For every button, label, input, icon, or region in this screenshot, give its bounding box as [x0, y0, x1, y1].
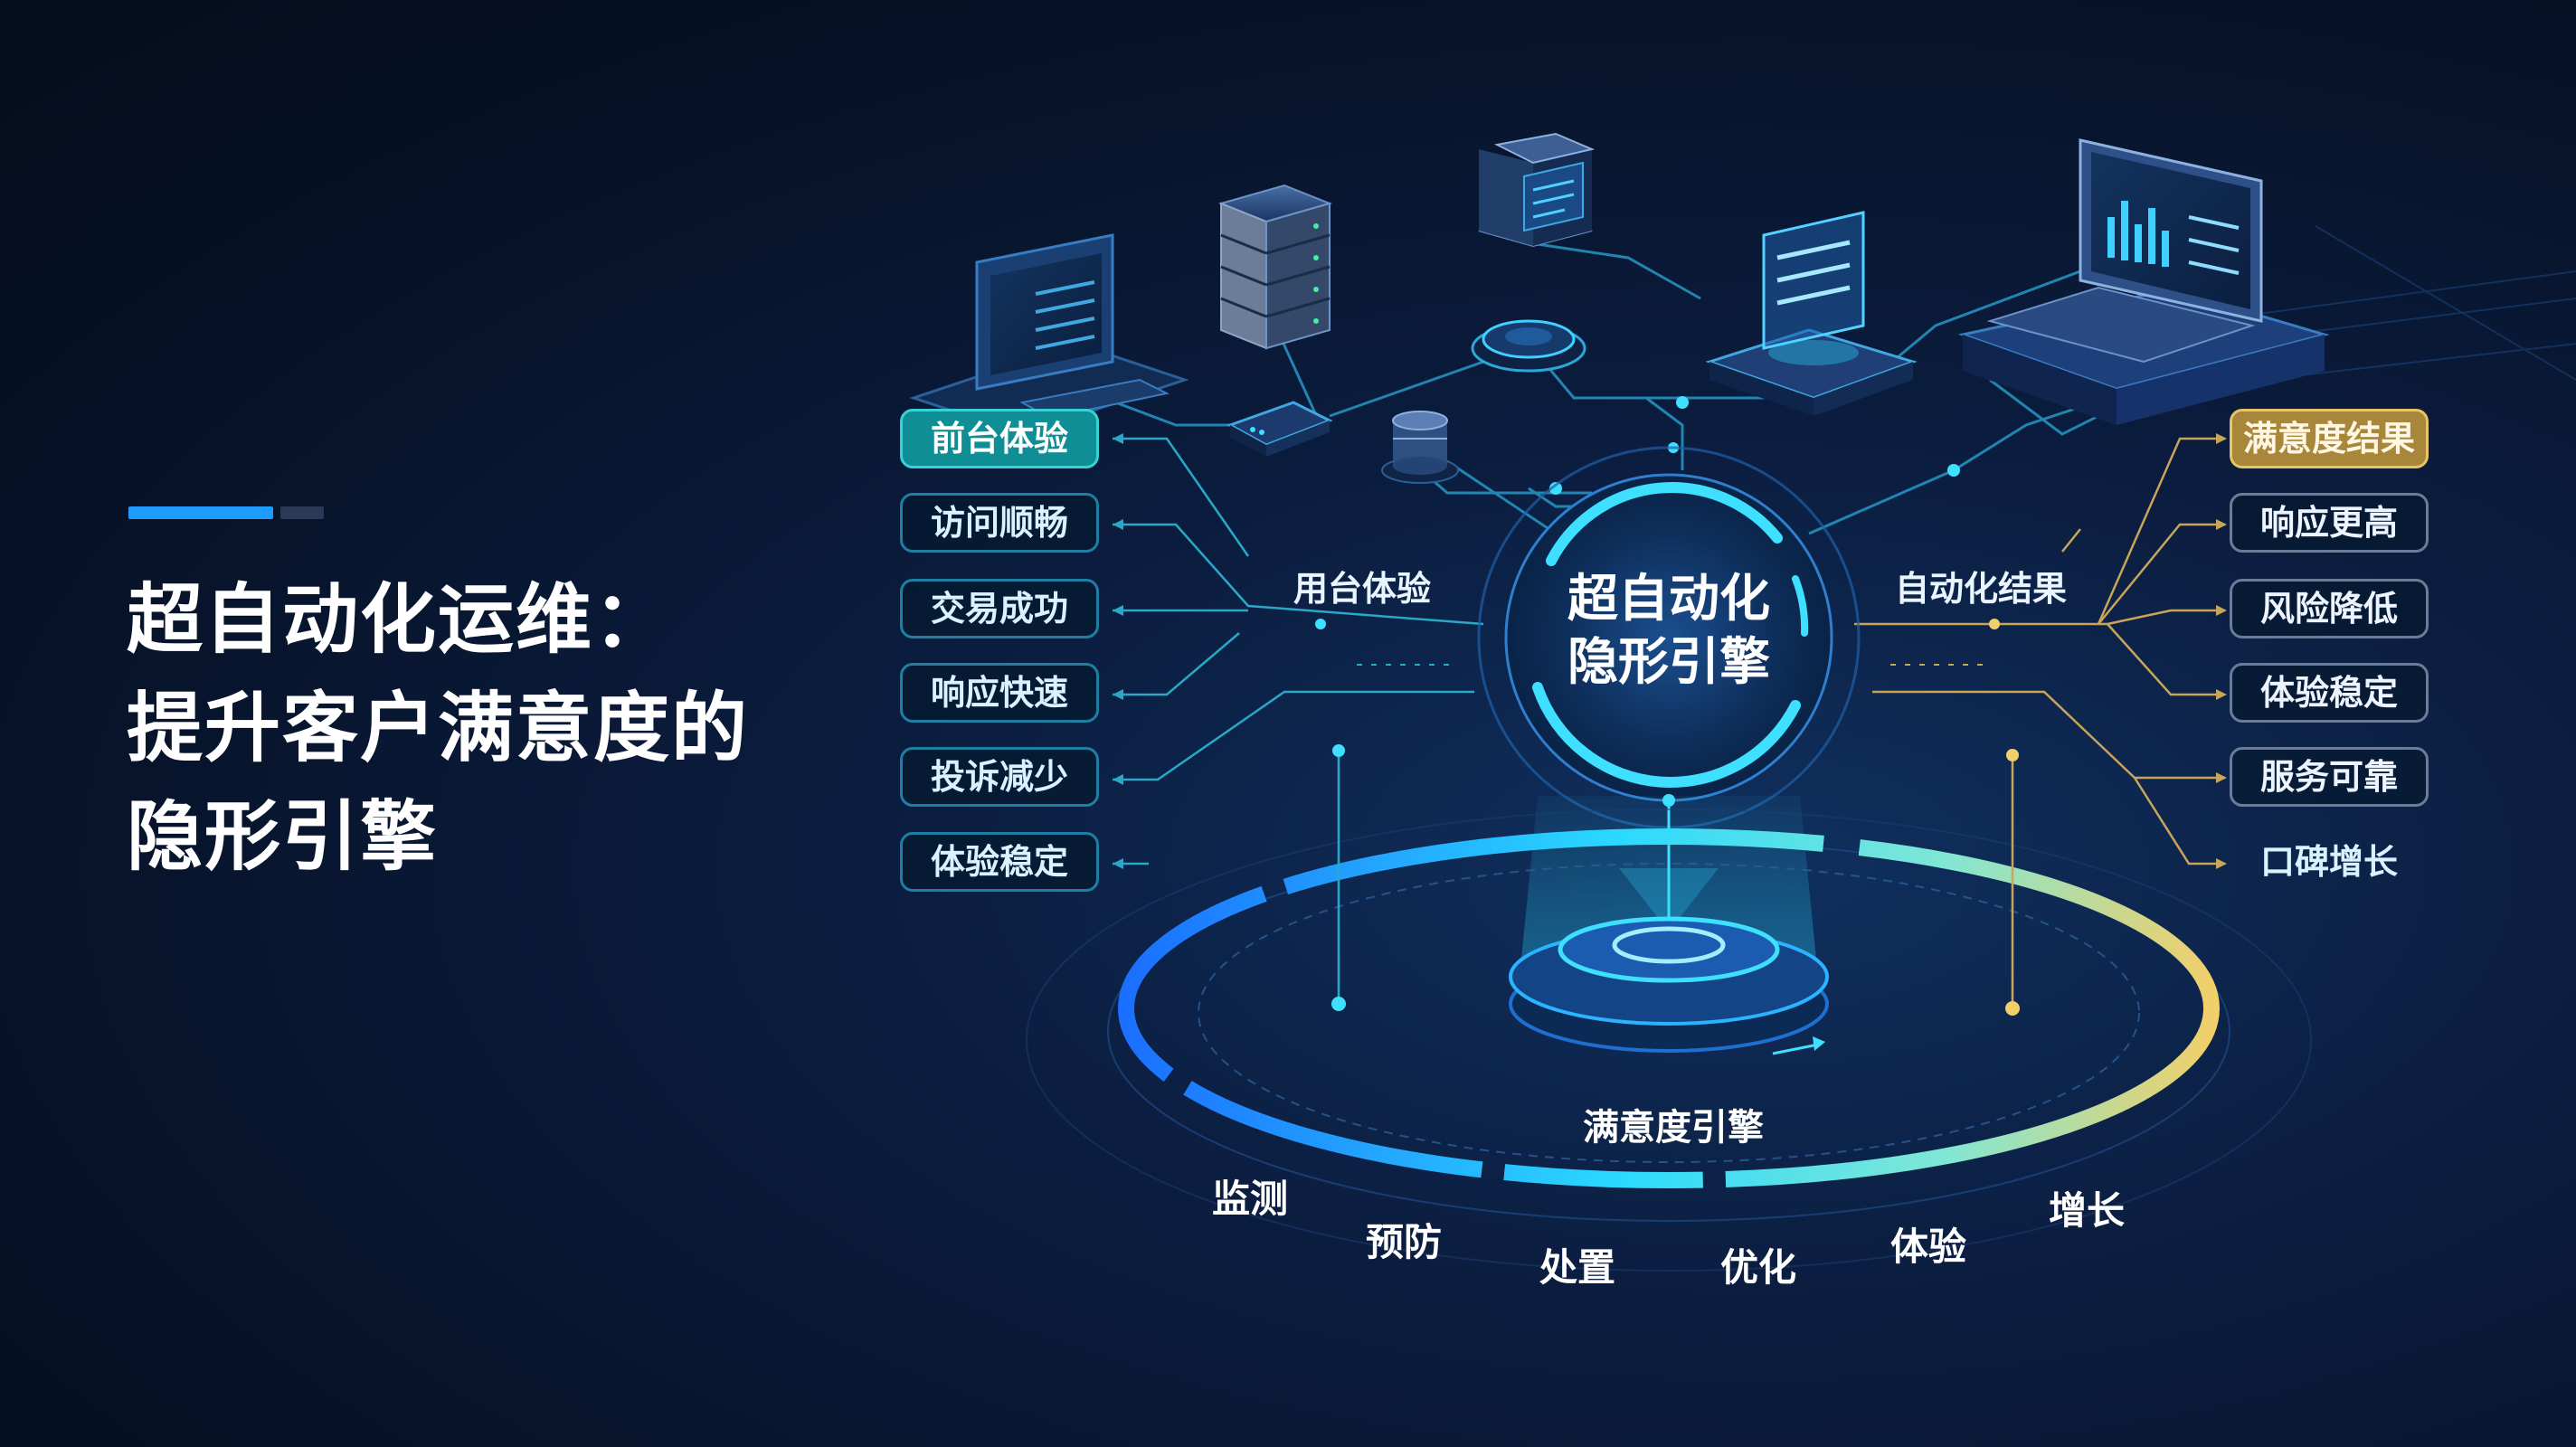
title-line-3: 隐形引擎	[127, 792, 439, 881]
left-connectors	[1113, 437, 1484, 865]
left-item-fast-response: 响应快速	[900, 663, 1099, 723]
left-arrowheads	[1113, 433, 1123, 869]
orbit-rings	[1026, 809, 2312, 1272]
laptop-dashboard-icon	[1957, 138, 2330, 425]
stage-label-growth: 增长	[2049, 1188, 2126, 1233]
core-engine	[1477, 446, 1861, 829]
right-item-stable-experience: 体验稳定	[2230, 663, 2429, 723]
stage-label-experience: 体验	[1890, 1225, 1967, 1269]
right-connectors	[1854, 437, 2225, 865]
stage-label-monitor: 监测	[1212, 1177, 1289, 1221]
right-connector-label: 自动化结果	[1895, 569, 2068, 609]
left-item-fewer-complaints: 投诉减少	[900, 747, 1099, 807]
stage-label-optimize: 优化	[1720, 1245, 1797, 1290]
title-accent-bar-dim	[280, 506, 324, 519]
dashboard-panel-icon	[1705, 211, 1918, 416]
left-item-stable-experience: 体验稳定	[900, 832, 1099, 892]
storage-drum-icon	[1381, 411, 1459, 484]
right-item-reputation-growth: 口碑增长	[2259, 842, 2398, 882]
router-icon	[1226, 401, 1333, 457]
desktop-monitor-icon	[909, 233, 1189, 436]
right-item-higher-response: 响应更高	[2230, 493, 2429, 553]
right-item-lower-risk: 风险降低	[2230, 579, 2429, 638]
right-item-satisfaction-result: 满意度结果	[2230, 409, 2429, 468]
base-platform-label: 满意度引擎	[1583, 1107, 1764, 1149]
server-rack-icon	[1217, 184, 1333, 350]
core-engine-line-2: 隐形引擎	[1567, 633, 1770, 692]
title-line-2: 提升客户满意度的	[127, 684, 750, 772]
title-accent-bar	[128, 506, 273, 519]
left-item-smooth-access: 访问顺畅	[900, 493, 1099, 553]
base-platform	[1509, 916, 1829, 1053]
stage-label-handle: 处置	[1539, 1245, 1616, 1290]
small-server-icon	[1478, 132, 1596, 248]
right-item-reliable-service: 服务可靠	[2230, 747, 2429, 807]
core-engine-line-1: 超自动化	[1567, 570, 1770, 629]
left-item-frontend-experience: 前台体验	[900, 409, 1099, 468]
left-connector-label: 用台体验	[1293, 569, 1432, 609]
left-item-transaction-success: 交易成功	[900, 579, 1099, 638]
left-junction-node	[1315, 619, 1326, 629]
title-line-1: 超自动化运维：	[127, 575, 672, 664]
hub-disc-icon	[1471, 319, 1586, 373]
orbit-posts	[1331, 744, 2020, 1055]
right-junction-node	[1989, 619, 2000, 629]
stage-label-prevent: 预防	[1366, 1220, 1443, 1264]
right-arrowheads	[2216, 433, 2227, 869]
core-engine-label: 超自动化 隐形引擎	[1474, 568, 1863, 695]
page-title: 超自动化运维： 提升客户满意度的 隐形引擎	[127, 565, 814, 891]
